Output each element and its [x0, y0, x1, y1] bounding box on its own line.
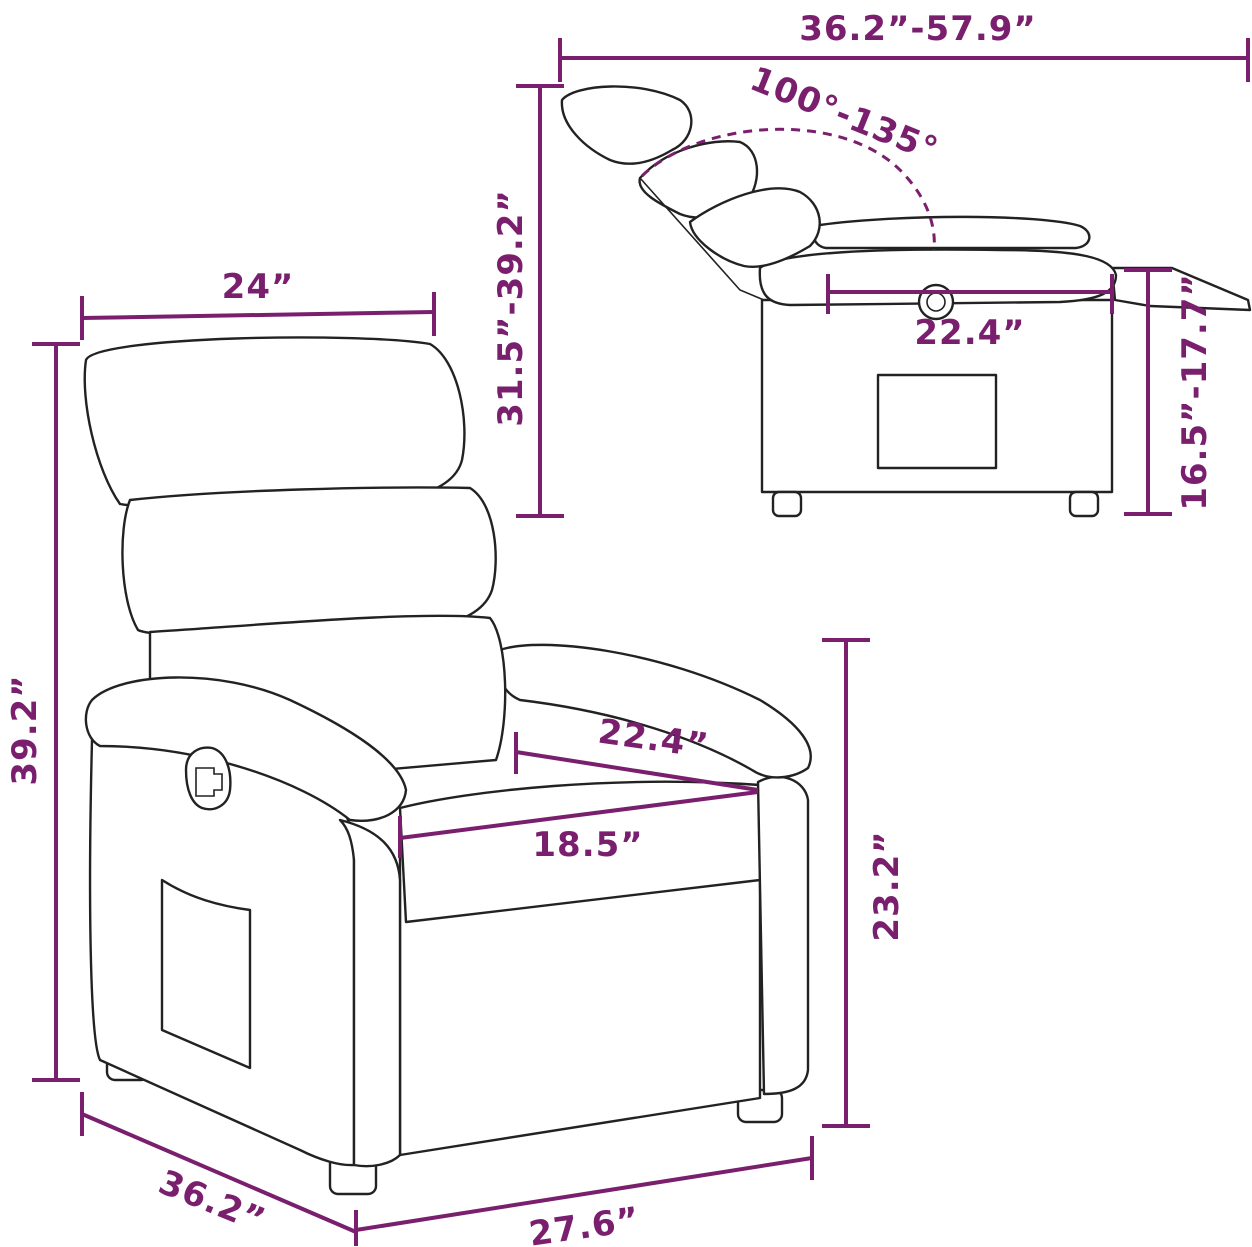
- front-view-recliner: [83, 336, 812, 1196]
- side-back-foot: [1068, 490, 1100, 518]
- side-view-dimensions: [516, 38, 1250, 518]
- back-width-label: 24”: [222, 267, 295, 307]
- recline-angle-label: 100°-135°: [744, 59, 944, 171]
- front-middle-cushion: [121, 486, 497, 638]
- width-label: 27.6”: [527, 1200, 643, 1247]
- side-backrest-frame: [639, 177, 765, 301]
- total-height-label: 39.2”: [5, 674, 45, 785]
- front-view-dimensions: [32, 292, 870, 1246]
- depth-label: 36.2”: [153, 1162, 271, 1241]
- side-seat-depth-label: 22.4”: [914, 313, 1025, 353]
- front-recline-handle: [184, 746, 232, 811]
- side-armrest: [812, 215, 1091, 250]
- seat-width-label: 18.5”: [532, 825, 643, 865]
- side-backrest-head: [560, 85, 693, 165]
- side-length-label: 36.2”-57.9”: [799, 9, 1037, 49]
- front-seat-cushion: [398, 780, 762, 924]
- side-view-recliner: [560, 85, 1252, 518]
- side-pocket: [876, 373, 998, 470]
- front-headrest: [83, 336, 466, 508]
- side-height-label: 31.5”-39.2”: [491, 189, 531, 427]
- front-left-arm-face: [338, 818, 402, 1168]
- recline-angle-arc: [640, 127, 936, 251]
- side-front-foot: [771, 490, 803, 518]
- side-seat-height-label: 16.5”-17.7”: [1175, 273, 1215, 511]
- side-backrest-lumbar: [688, 187, 821, 268]
- front-right-arm-side: [756, 775, 810, 1096]
- front-right-armrest: [495, 643, 812, 779]
- front-side-pocket: [160, 878, 252, 1070]
- arm-height-label: 23.2”: [867, 830, 907, 941]
- front-left-armrest: [84, 676, 408, 822]
